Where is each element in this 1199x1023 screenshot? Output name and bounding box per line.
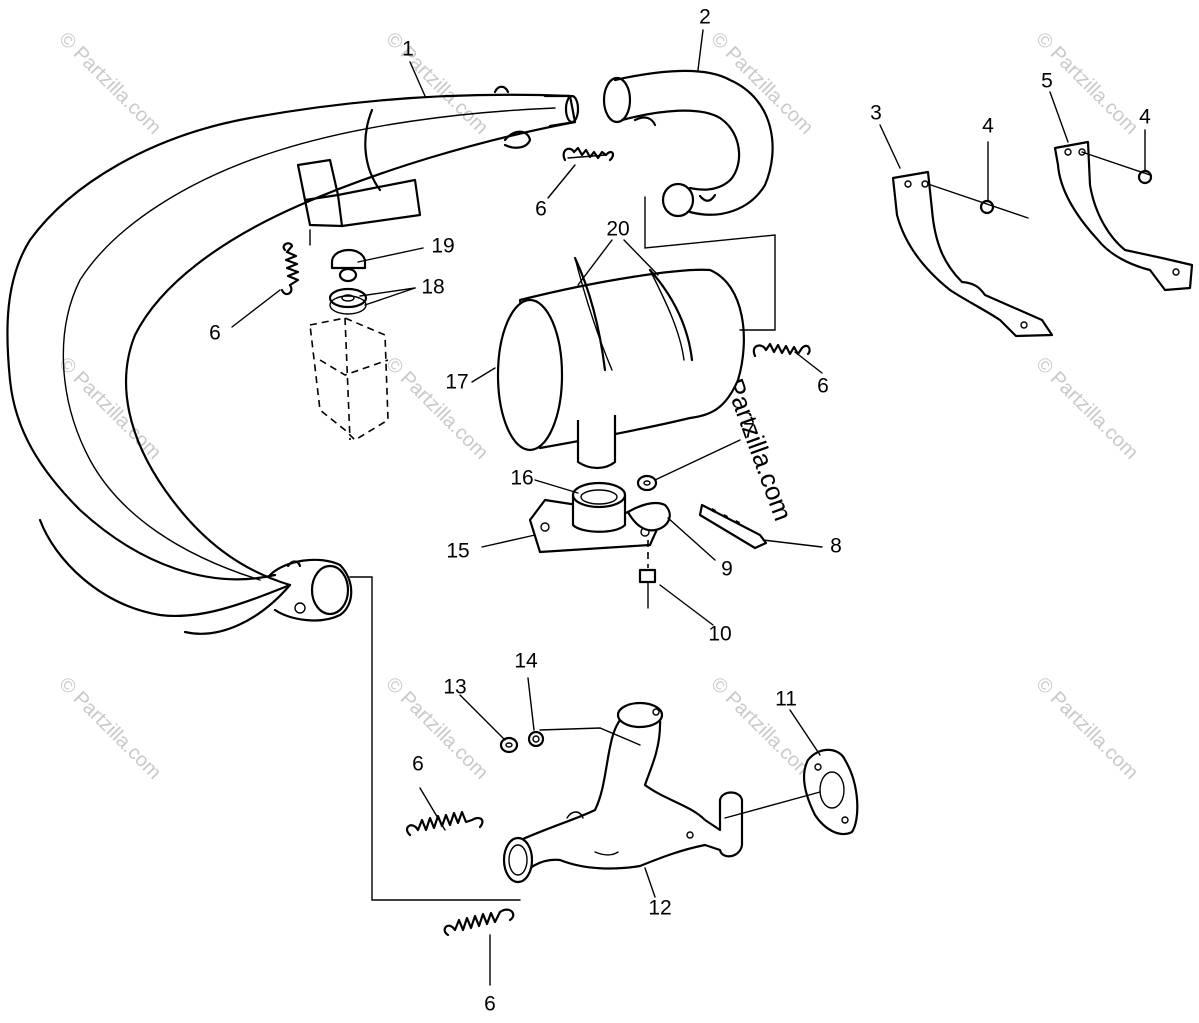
callout-9: 9 — [721, 558, 733, 581]
watermark: © Partzilla.com — [706, 28, 817, 139]
callout-13: 13 — [443, 676, 466, 699]
watermark: © Partzilla.com — [1031, 353, 1142, 464]
part-16-outlet-spigot — [571, 481, 627, 533]
part-6-spring — [280, 242, 300, 296]
callout-labels: 1 2 3 4 4 5 6 6 6 6 6 7 8 9 10 11 12 13 … — [209, 6, 1151, 1016]
callout-17: 17 — [445, 371, 468, 394]
part-17-muffler — [496, 256, 745, 470]
part-8-heat-shield-strip — [698, 503, 768, 550]
phantom-mount — [309, 317, 389, 442]
callout-18: 18 — [421, 276, 444, 299]
callout-3: 3 — [870, 102, 882, 125]
callout-4: 4 — [982, 115, 994, 138]
callout-20: 20 — [606, 218, 629, 241]
part-3-bracket — [891, 170, 1054, 338]
callout-7: 7 — [743, 420, 755, 443]
watermark: © Partzilla.com — [381, 673, 492, 784]
leader-line — [623, 239, 659, 276]
watermark: © Partzilla.com — [1031, 673, 1142, 784]
watermark: © Partzilla.com — [54, 28, 165, 139]
part-12-y-manifold — [502, 701, 744, 884]
part-14-washer — [527, 730, 545, 748]
callout-4: 4 — [1139, 106, 1151, 129]
callout-6: 6 — [484, 993, 496, 1016]
callout-19: 19 — [431, 235, 454, 258]
watermark: © Partzilla.com — [54, 353, 165, 464]
callout-5: 5 — [1041, 70, 1053, 93]
watermark: © Partzilla.com — [381, 353, 492, 464]
callout-6: 6 — [209, 322, 221, 345]
part-6-spring — [405, 810, 484, 837]
watermark: © Partzilla.com — [381, 28, 492, 139]
callout-2: 2 — [699, 6, 711, 29]
part-5-bracket — [1053, 140, 1194, 292]
callout-1: 1 — [402, 38, 414, 61]
part-6-spring — [562, 146, 615, 162]
callout-6: 6 — [817, 375, 829, 398]
callout-6: 6 — [412, 753, 424, 776]
part-7-washer — [636, 474, 658, 492]
part-6-spring — [752, 342, 811, 358]
callout-leaders — [231, 29, 1146, 986]
callout-6: 6 — [535, 198, 547, 221]
callout-10: 10 — [708, 623, 731, 646]
callout-12: 12 — [648, 897, 671, 920]
leader-line — [577, 239, 613, 286]
part-2-u-bend-pipe — [602, 69, 774, 218]
part-19-grommet — [330, 249, 367, 283]
part-6-spring — [443, 908, 515, 937]
callout-8: 8 — [830, 535, 842, 558]
part-13-nut — [499, 736, 519, 754]
part-4-rivet — [927, 183, 1029, 219]
part-1-expansion-chamber — [6, 85, 580, 635]
part-10-bolt — [638, 540, 657, 609]
part-18-washer — [328, 287, 368, 315]
watermark: © Partzilla.com — [706, 673, 817, 784]
part-9-clip — [626, 501, 671, 532]
watermark: © Partzilla.com — [54, 673, 165, 784]
callout-15: 15 — [446, 540, 469, 563]
part-11-gasket — [802, 748, 859, 836]
assembly-lines — [309, 196, 821, 901]
callout-11: 11 — [775, 688, 797, 711]
callout-16: 16 — [510, 467, 533, 490]
callout-14: 14 — [514, 650, 538, 673]
part-4-rivet — [1081, 151, 1153, 185]
